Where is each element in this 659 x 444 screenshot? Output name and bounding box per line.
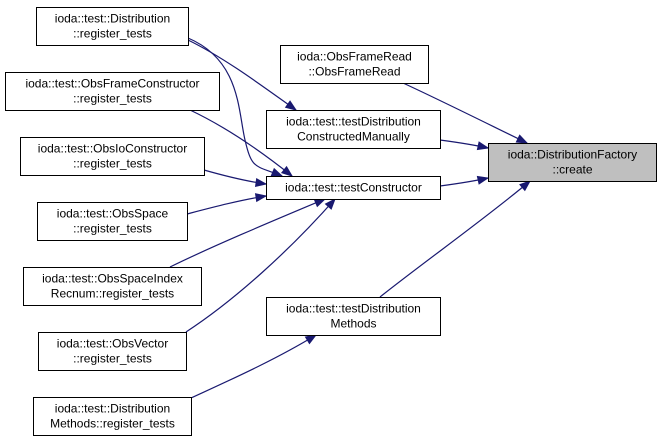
node-box[interactable] (36, 7, 189, 46)
edge-arrowhead (284, 100, 298, 111)
edge-line (189, 109, 293, 177)
node-obsioconstructor-reg[interactable]: ioda::test::ObsIoConstructor::register_t… (20, 137, 205, 176)
edge-test_dist_methods-to-dist_create (379, 180, 532, 298)
edge-arrowhead (515, 134, 529, 144)
edge-arrowhead (254, 193, 268, 203)
node-label-line: ioda::test::ObsSpaceIndex (42, 272, 183, 286)
node-label-line: ioda::test::testDistribution (286, 115, 421, 129)
node-obs-frame-read[interactable]: ioda::ObsFrameRead::ObsFrameRead (280, 45, 429, 84)
node-label-line: ioda::ObsFrameRead (297, 50, 412, 64)
edge-line (186, 195, 267, 215)
node-label-line: ioda::test::ObsIoConstructor (38, 142, 187, 156)
edge-line (379, 180, 531, 298)
node-label-line: ioda::test::Distribution (55, 402, 170, 416)
nodes-layer: ioda::DistributionFactory::create ioda::O… (5, 7, 657, 436)
node-label-line: ::ObsFrameRead (308, 65, 400, 79)
node-label-line: ioda::test::ObsSpace (57, 207, 169, 221)
node-box[interactable] (488, 143, 657, 182)
edge-distmethods_reg-to-test_dist_methods (190, 334, 318, 399)
node-label-line: ioda::test::testConstructor (285, 181, 422, 195)
node-label-line: Methods (330, 317, 376, 331)
edge-obsspaceindex_reg-to-test_constructor (169, 198, 327, 268)
node-box[interactable] (266, 297, 441, 336)
edge-obsframeconstructor_reg-to-test_constructor (189, 109, 294, 177)
edge-arrowhead (519, 180, 532, 192)
node-dist-create[interactable]: ioda::DistributionFactory::create (488, 143, 657, 182)
node-label-line: Methods::register_tests (50, 417, 175, 431)
edge-arrowhead (324, 197, 336, 210)
edge-line (402, 82, 528, 144)
edge-test_constructor-to-dist_create (439, 175, 490, 187)
node-test-dist-constructed[interactable]: ioda::test::testDistributionConstructedM… (266, 110, 441, 149)
edge-obsioconstructor_reg-to-test_constructor (203, 169, 268, 187)
node-label-line: ioda::test::Distribution (55, 12, 170, 26)
edge-line (169, 198, 326, 268)
edge-arrowhead (280, 165, 294, 177)
node-label-line: ::register_tests (73, 157, 152, 171)
edge-line (190, 334, 317, 399)
node-label-line: Recnum::register_tests (51, 287, 174, 301)
edge-distribution_reg-to-test_constructor (187, 37, 284, 177)
node-box[interactable] (266, 176, 441, 200)
edge-arrowhead (476, 141, 490, 151)
node-label-line: ::register_tests (73, 27, 152, 41)
edges-layer (169, 37, 532, 399)
node-distmethods-reg[interactable]: ioda::test::DistributionMethods::registe… (33, 397, 192, 436)
node-box[interactable] (37, 202, 188, 241)
node-box[interactable] (266, 110, 441, 149)
edge-line (187, 37, 283, 177)
edge-arrowhead (313, 198, 327, 208)
node-obsspaceindex-reg[interactable]: ioda::test::ObsSpaceIndexRecnum::registe… (23, 267, 202, 306)
node-test-constructor[interactable]: ioda::test::testConstructor (266, 176, 441, 200)
node-label-line: ::register_tests (73, 352, 152, 366)
edge-arrowhead (254, 178, 268, 187)
node-distribution-reg[interactable]: ioda::test::Distribution::register_tests (36, 7, 189, 46)
edge-line (187, 39, 297, 111)
edge-line (185, 198, 336, 333)
node-box[interactable] (33, 397, 192, 436)
node-obsspace-reg[interactable]: ioda::test::ObsSpace::register_tests (37, 202, 188, 241)
node-label-line: ::create (552, 163, 592, 177)
node-obsframeconstructor-reg[interactable]: ioda::test::ObsFrameConstructor::registe… (5, 72, 220, 111)
node-label-line: ioda::test::ObsVector (57, 337, 168, 351)
node-box[interactable] (20, 137, 205, 176)
node-label-line: ioda::test::testDistribution (286, 302, 421, 316)
edge-arrowhead (304, 334, 318, 345)
edge-arrowhead (270, 167, 284, 177)
node-box[interactable] (280, 45, 429, 84)
edge-obsspace_reg-to-test_constructor (186, 193, 268, 215)
edge-arrowhead (476, 175, 490, 185)
node-box[interactable] (23, 267, 202, 306)
node-box[interactable] (38, 332, 187, 371)
edge-test_dist_constructed-to-dist_create (439, 139, 490, 151)
node-box[interactable] (5, 72, 220, 111)
node-obsvector-reg[interactable]: ioda::test::ObsVector::register_tests (38, 332, 187, 371)
edge-distribution_reg-to-test_dist_constructed (187, 39, 298, 111)
node-label-line: ::register_tests (73, 222, 152, 236)
edge-obs_frame_read-to-dist_create (402, 82, 529, 144)
node-label-line: ioda::test::ObsFrameConstructor (25, 77, 199, 91)
node-label-line: ConstructedManually (297, 130, 410, 144)
node-label-line: ioda::DistributionFactory (508, 148, 637, 162)
node-label-line: ::register_tests (73, 92, 152, 106)
edge-obsvector_reg-to-test_constructor (185, 197, 336, 333)
